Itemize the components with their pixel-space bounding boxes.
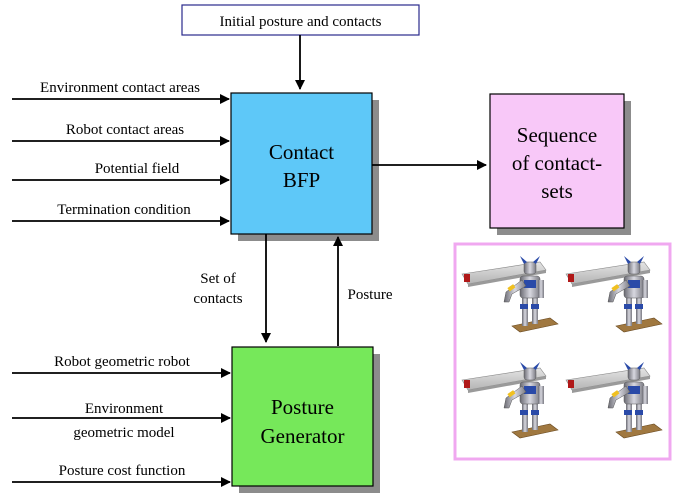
posture-link-label: Posture — [348, 287, 393, 303]
input-environment-contact-areas: Environment contact areas — [40, 80, 200, 96]
initial-posture-box — [181, 4, 420, 36]
input-environment-line1: Environment — [85, 401, 164, 417]
input-environment-line2: geometric model — [73, 425, 174, 441]
posture-generator-line2: Generator — [261, 424, 345, 448]
sequence-box — [489, 93, 625, 229]
input-posture-cost-function: Posture cost function — [59, 463, 186, 479]
input-robot-geometric-robot: Robot geometric robot — [54, 354, 191, 370]
contact-bfp-line2: BFP — [283, 168, 320, 192]
input-robot-contact-areas: Robot contact areas — [66, 122, 184, 138]
sequence-line1: Sequence — [517, 123, 597, 147]
set-of-contacts-line2: contacts — [193, 291, 242, 307]
posture-generator-line1: Posture — [271, 395, 334, 419]
sequence-line2: of contact- — [512, 151, 602, 175]
contact-bfp-line1: Contact — [269, 140, 334, 164]
sequence-line3: sets — [541, 179, 573, 203]
contact-bfp-box — [230, 92, 373, 235]
input-termination-condition: Termination condition — [57, 202, 191, 218]
set-of-contacts-line1: Set of — [200, 271, 235, 287]
input-potential-field: Potential field — [95, 161, 180, 177]
initial-posture-label: Initial posture and contacts — [219, 14, 381, 30]
posture-generator-box — [231, 346, 374, 487]
